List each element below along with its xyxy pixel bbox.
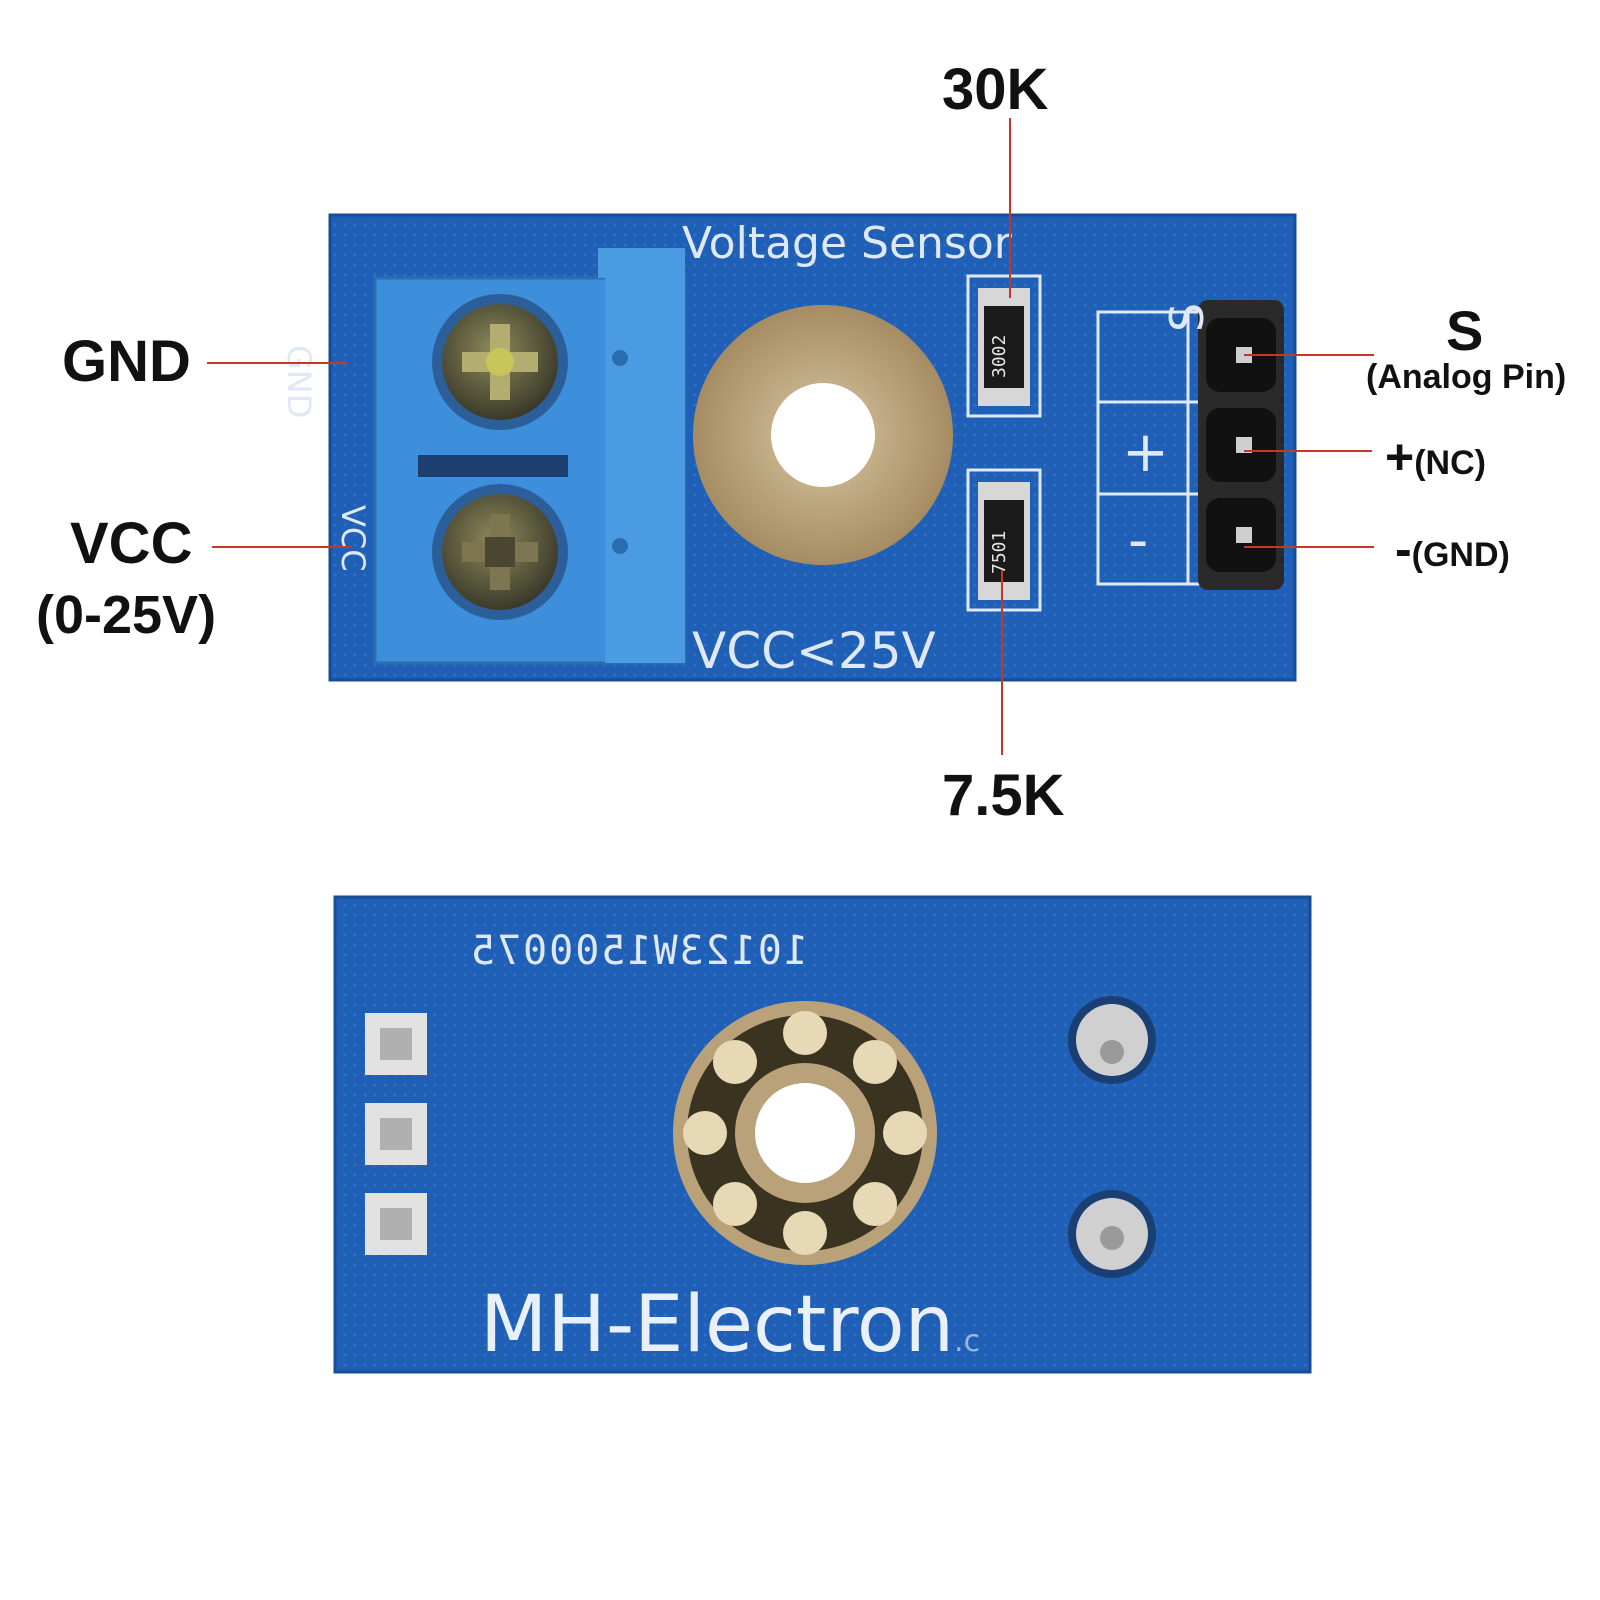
solder-pad-icon <box>365 1013 427 1075</box>
back-brand-name: MH-Electron <box>480 1280 955 1370</box>
screw-icon <box>432 484 568 620</box>
leader-line-s <box>1244 354 1374 356</box>
leader-line-gnd <box>207 362 347 364</box>
screw-icon <box>432 294 568 430</box>
silk-pin-plus: + <box>1122 420 1169 485</box>
label-s-note: (Analog Pin) <box>1366 358 1567 396</box>
label-plus: +(NC) <box>1385 428 1486 486</box>
silk-vcc-limit: VCC<25V <box>692 622 936 680</box>
label-plus-note: (NC) <box>1414 444 1486 482</box>
leader-line-plus <box>1244 450 1372 452</box>
solder-pad-icon <box>365 1103 427 1165</box>
leader-line-7-5k <box>1001 570 1003 755</box>
silk-title: Voltage Sensor <box>682 218 1012 269</box>
label-s: S <box>1446 299 1484 362</box>
label-minus: -(GND) <box>1395 520 1510 578</box>
label-vcc: VCC <box>70 511 193 576</box>
mounting-hole-icon <box>673 1001 937 1265</box>
solder-joint <box>1068 1190 1156 1278</box>
solder-pad-icon <box>365 1193 427 1255</box>
label-30k: 30K <box>942 57 1049 122</box>
label-7-5k: 7.5K <box>942 763 1065 828</box>
pin-header-icon <box>1198 300 1284 590</box>
back-brand-suffix: .c <box>954 1324 981 1359</box>
solder-joint <box>1068 996 1156 1084</box>
leader-line-30k <box>1009 118 1011 298</box>
label-plus-symbol: + <box>1385 429 1415 485</box>
label-minus-symbol: - <box>1395 521 1412 577</box>
back-serial: 10123W1500075 <box>468 928 808 974</box>
back-brand: MH-Electron.c <box>480 1280 980 1370</box>
mounting-hole-icon <box>693 305 953 565</box>
silk-pin-minus: - <box>1128 508 1149 573</box>
terminal-block <box>373 248 687 665</box>
label-minus-note: (GND) <box>1411 536 1510 574</box>
label-vcc-range: (0-25V) <box>36 585 217 645</box>
leader-line-minus <box>1244 546 1374 548</box>
label-gnd: GND <box>62 329 191 394</box>
leader-line-vcc <box>212 546 352 548</box>
resistor-7-5k <box>966 468 1042 612</box>
resistor-30k <box>966 274 1042 418</box>
